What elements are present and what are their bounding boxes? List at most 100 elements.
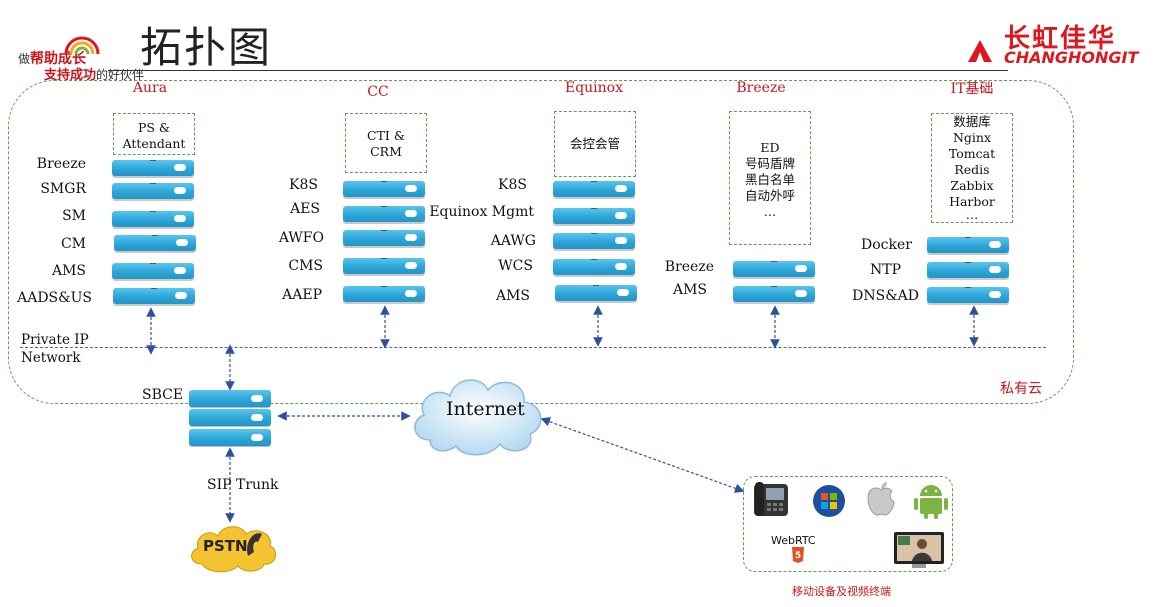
private-ip-line2: Network [21, 350, 81, 366]
server-it-docker [927, 237, 1009, 253]
server-label-aura: Breeze [36, 156, 86, 172]
server-equinox-aawg [553, 233, 635, 249]
server-label-it: DNS&AD [852, 288, 919, 304]
cc-box-line: CRM [370, 144, 402, 159]
devices-group-box [743, 476, 953, 572]
private-ip-label: Private IP Network [21, 331, 89, 367]
server-label-breeze: Breeze [664, 259, 714, 275]
server-cc-cms [343, 258, 425, 274]
header-divider [108, 70, 1008, 71]
android-icon [914, 485, 948, 519]
internet-cloud-icon [414, 379, 542, 456]
server-label-it: NTP [869, 262, 901, 278]
breeze-info-box: ED 号码盾牌 黑白名单 自动外呼 … [729, 111, 811, 245]
it-box-line: Nginx [952, 130, 992, 145]
section-title-it: IT基础 [950, 81, 994, 97]
slogan-line2: 支持成功的好伙伴 [44, 68, 145, 83]
server-it-dnsad [927, 287, 1009, 303]
changhong-logo-icon [968, 40, 992, 62]
server-cc-awfo [343, 230, 425, 246]
server-equinox-ams [555, 285, 637, 301]
private-network-line [20, 347, 1046, 348]
server-aura-cm [114, 235, 196, 251]
server-label-cc: AAEP [282, 287, 322, 303]
private-ip-line1: Private IP [21, 332, 89, 348]
internet-label: Internet [446, 398, 525, 420]
aura-box-line: PS & [137, 120, 171, 135]
equinox-info-box: 会控会管 [554, 111, 636, 177]
sbce-label: SBCE [142, 387, 184, 403]
brand-name-en: CHANGHONGIT [1004, 48, 1139, 67]
slogan-arc-logo [64, 36, 100, 55]
server-cc-aes [343, 206, 425, 222]
page-title: 拓扑图 [140, 23, 273, 72]
server-label-cc: AWFO [278, 230, 324, 246]
server-aura-ams [112, 263, 194, 279]
it-box-line: Zabbix [950, 178, 994, 193]
server-label-cc: CMS [288, 258, 323, 274]
sbce-server-3 [189, 429, 271, 446]
server-label-aura: AADS&US [17, 290, 92, 306]
server-label-equinox: AAWG [490, 233, 536, 249]
html5-icon: 5 [792, 547, 804, 563]
sip-trunk-label: SIP Trunk [207, 477, 279, 493]
server-aura-sm [112, 211, 194, 227]
section-title-breeze: Breeze [736, 80, 786, 96]
server-label-aura: AMS [51, 263, 86, 279]
section-title-equinox: Equinox [564, 80, 624, 96]
server-breeze-breeze [733, 261, 815, 277]
server-equinox-k8s [553, 181, 635, 197]
server-label-aura: SMGR [40, 181, 86, 197]
sbce-server-1 [189, 390, 271, 407]
server-cc-k8s [343, 181, 425, 197]
server-label-equinox: WCS [498, 258, 533, 274]
server-label-aura: SM [62, 208, 86, 224]
sbce-server-2 [189, 409, 271, 426]
server-breeze-ams [733, 286, 815, 302]
server-aura-breeze [112, 160, 194, 176]
devices-caption: 移动设备及视频终端 [792, 585, 891, 598]
it-info-box: 数据库 Nginx Tomcat Redis Zabbix Harbor … [931, 113, 1013, 223]
it-box-line: Tomcat [948, 146, 996, 161]
server-label-equinox: K8S [498, 177, 527, 193]
section-title-cc: CC [367, 84, 389, 100]
server-label-breeze: AMS [672, 282, 707, 298]
server-aura-aads [113, 288, 195, 304]
server-equinox-mgmt [553, 208, 635, 224]
section-title-aura: Aura [132, 80, 168, 96]
server-label-equinox: Equinox Mgmt [429, 204, 534, 220]
server-label-equinox: AMS [495, 288, 530, 304]
it-box-line: 数据库 [953, 114, 991, 129]
server-it-ntp [927, 262, 1009, 278]
html5-badge-text: 5 [795, 551, 801, 561]
breeze-box-line: 自动外呼 [744, 188, 795, 203]
pstn-label: PSTN [203, 537, 248, 555]
server-equinox-wcs [553, 259, 635, 275]
video-terminal-icon [894, 532, 944, 568]
server-cc-aaep [343, 286, 425, 302]
it-box-line: … [965, 207, 979, 222]
cc-info-box: CTI & CRM [345, 113, 427, 173]
webrtc-label: WebRTC [771, 534, 816, 547]
ip-phone-icon [754, 482, 788, 516]
cc-box-line: CTI & [367, 128, 405, 143]
server-label-it: Docker [861, 237, 912, 253]
equinox-box-line: 会控会管 [569, 136, 620, 151]
aura-info-box: PS & Attendant [113, 113, 195, 155]
private-cloud-label: 私有云 [1000, 381, 1042, 397]
brand-name-cn: 长虹佳华 [1004, 24, 1117, 54]
apple-icon [867, 482, 895, 516]
link-internet-devices [540, 417, 745, 493]
server-aura-smgr [112, 183, 194, 199]
it-box-line: Redis [954, 162, 990, 177]
server-label-aura: CM [60, 236, 86, 252]
it-box-line: Harbor [949, 194, 995, 209]
breeze-box-line: 号码盾牌 [744, 156, 795, 171]
aura-box-line: Attendant [122, 136, 186, 151]
server-label-cc: AES [290, 201, 320, 217]
server-label-cc: K8S [289, 177, 318, 193]
private-cloud-boundary [8, 80, 1074, 404]
breeze-box-line: ED [760, 140, 780, 155]
